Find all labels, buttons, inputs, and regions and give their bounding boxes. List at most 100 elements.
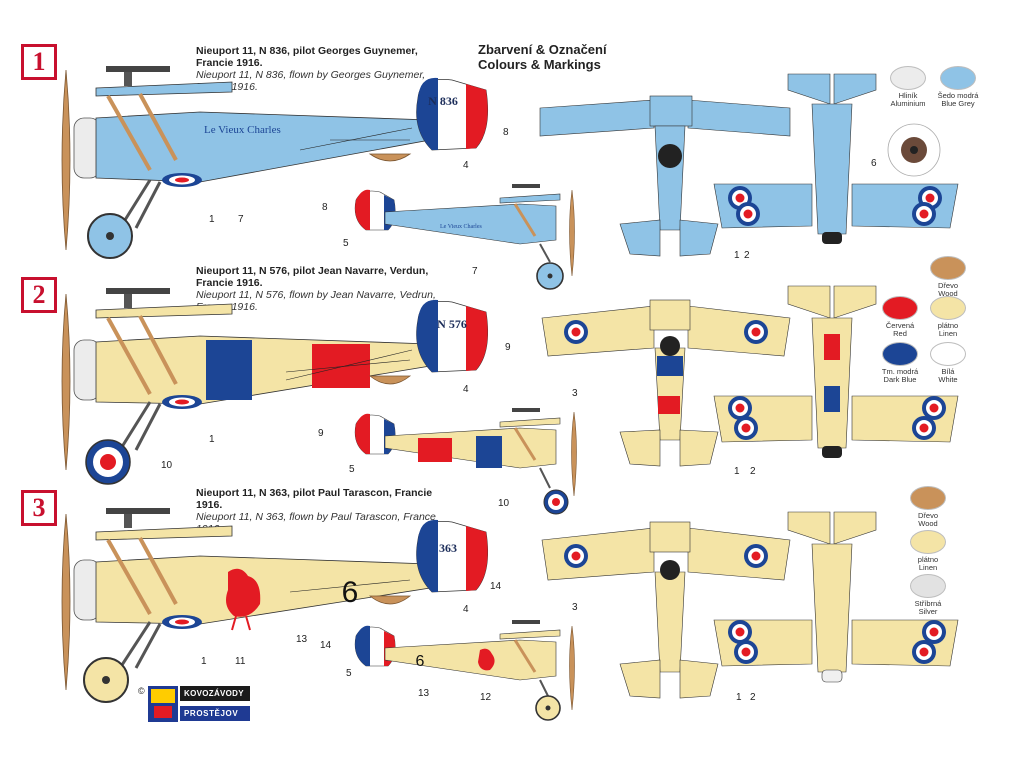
swatch-dark-blue-en: Dark Blue <box>883 375 917 384</box>
callout-2-9: 9 <box>505 342 511 353</box>
caption-2: Nieuport 11, N 576, pilot Jean Navarre, … <box>196 265 446 313</box>
swatch-red-cz: Červená <box>885 321 915 330</box>
logo-mark-icon <box>148 686 178 722</box>
swatch-aluminium-en: Aluminium <box>890 99 926 108</box>
caption-1-cz: Nieuport 11, N 836, pilot Georges Guynem… <box>196 45 418 69</box>
callout-2s-5: 5 <box>349 464 355 475</box>
fuselage-text-1-small: Le Vieux Charles <box>440 224 483 230</box>
callout-3-1: 1 <box>201 656 207 667</box>
page-heading: Zbarvení & Označení Colours & Markings <box>478 42 607 72</box>
swatch-linen-3-en: Linen <box>918 563 938 572</box>
side-view-1-large <box>61 66 489 259</box>
callout-1s-5: 5 <box>343 238 349 249</box>
callout-3p-3: 3 <box>572 602 578 613</box>
callout-3s-13: 13 <box>418 688 430 699</box>
swatch-dark-blue: Tm. modrá Dark Blue <box>870 342 930 384</box>
kovozavody-logo: KOVOZÁVODY PROSTĚJOV <box>148 686 252 724</box>
callout-3-14: 14 <box>490 581 502 592</box>
heading-cz: Zbarvení & Označení <box>478 42 607 57</box>
swatch-red-en: Red <box>893 329 907 338</box>
swatch-linen-3-color <box>910 530 946 554</box>
swatch-wood-3-cz: Dřevo <box>917 511 938 520</box>
callout-1p-1: 1 <box>734 250 740 261</box>
fuselage-number-3: 6 <box>342 576 359 609</box>
plan-view-3-upper <box>541 521 791 699</box>
callout-2-1: 1 <box>209 434 215 445</box>
callout-3-13: 13 <box>296 634 308 645</box>
swatch-blue-grey-en: Blue Grey <box>941 99 975 108</box>
callout-2s-10: 10 <box>498 498 510 509</box>
callout-2p-2: 2 <box>750 466 756 477</box>
callout-1-4: 4 <box>463 160 469 171</box>
swatch-aluminium-cz: Hliník <box>898 91 918 100</box>
section-badge-2: 2 <box>21 277 57 313</box>
swatch-linen-2-color <box>930 296 966 320</box>
callout-3p-1: 1 <box>736 692 742 703</box>
callout-1-8: 8 <box>503 127 509 138</box>
plan-view-2-lower <box>713 285 959 458</box>
swatch-silver-color <box>910 574 946 598</box>
callout-3-4: 4 <box>463 604 469 615</box>
swatch-wood-3-color <box>910 486 946 510</box>
plan-view-3-lower <box>713 511 959 683</box>
section-badge-1: 1 <box>21 44 57 80</box>
swatch-linen-3-cz: plátno <box>917 555 939 564</box>
engine-badge-1 <box>887 123 941 177</box>
side-view-3-large <box>61 508 489 703</box>
swatch-white: Bílá White <box>918 342 978 384</box>
fuselage-number-3-small: 6 <box>416 653 425 670</box>
swatch-aluminium: Hliník Aluminium <box>878 66 938 108</box>
swatch-dark-blue-color <box>882 342 918 366</box>
swatch-aluminium-color <box>890 66 926 90</box>
side-view-2-small <box>354 408 577 515</box>
rudder-serial-1: N 836 <box>428 94 458 108</box>
callout-2p-3: 3 <box>572 388 578 399</box>
swatch-linen-2-cz: plátno <box>937 321 959 330</box>
swatch-wood-2-en: Wood <box>938 289 958 298</box>
logo-line-2: PROSTĚJOV <box>180 706 250 721</box>
callout-2-4: 4 <box>463 384 469 395</box>
rudder-serial-3: 363 <box>439 541 457 555</box>
plan-view-1-upper <box>539 95 791 257</box>
callout-1p-2: 2 <box>744 250 750 261</box>
callout-1p-6: 6 <box>871 158 877 169</box>
callout-3s-5: 5 <box>346 668 352 679</box>
caption-3-cz: Nieuport 11, N 363, pilot Paul Tarascon,… <box>196 487 433 511</box>
section-badge-3: 3 <box>21 490 57 526</box>
plan-view-1-lower <box>713 73 959 244</box>
side-view-3-small <box>354 620 575 721</box>
swatch-wood-2-color <box>930 256 966 280</box>
callout-3-11: 11 <box>235 656 246 667</box>
callout-3p-2: 2 <box>750 692 756 703</box>
callout-1s-8: 8 <box>322 202 328 213</box>
swatch-red-color <box>882 296 918 320</box>
callout-1-1: 1 <box>209 214 215 225</box>
callout-2p-1: 1 <box>734 466 740 477</box>
swatch-wood-2: Dřevo Wood <box>918 256 978 298</box>
fuselage-text-1: Le Vieux Charles <box>204 124 281 136</box>
swatch-dark-blue-cz: Tm. modrá <box>881 367 919 376</box>
heading-en: Colours & Markings <box>478 57 601 72</box>
swatch-red: Červená Red <box>870 296 930 338</box>
callout-3s-14: 14 <box>320 640 332 651</box>
callout-2s-9: 9 <box>318 428 324 439</box>
swatch-blue-grey-cz: Šedo modrá <box>937 91 979 100</box>
swatch-blue-grey-color <box>940 66 976 90</box>
swatch-silver: Stříbrná Silver <box>898 574 958 616</box>
swatch-linen-2-en: Linen <box>938 329 958 338</box>
plan-view-2-upper <box>541 299 791 467</box>
swatch-wood-3: Dřevo Wood <box>898 486 958 528</box>
swatch-linen-3: plátno Linen <box>898 530 958 572</box>
side-view-1-small <box>354 184 575 290</box>
swatch-silver-cz: Stříbrná <box>914 599 942 608</box>
callout-1-7: 7 <box>238 214 244 225</box>
rudder-serial-2: N 576 <box>437 317 467 331</box>
swatch-wood-3-en: Wood <box>918 519 938 528</box>
callout-2-10: 10 <box>161 460 173 471</box>
callout-1s-7: 7 <box>472 266 478 277</box>
copyright-mark: © <box>138 686 145 696</box>
swatch-silver-en: Silver <box>918 607 938 616</box>
callouts: 8 4 7 1 8 5 7 6 1 2 9 4 1 10 9 5 10 3 1 … <box>161 127 877 703</box>
callout-3s-12: 12 <box>480 692 492 703</box>
